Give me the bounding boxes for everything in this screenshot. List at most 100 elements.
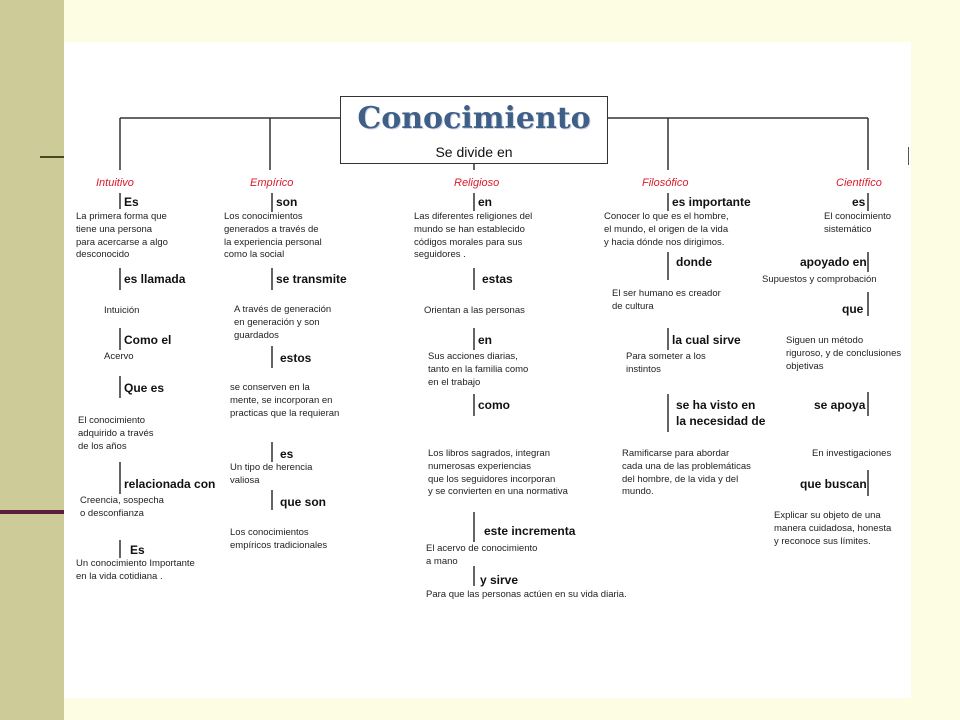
concept-note-line: Ramificarse para abordar — [622, 448, 730, 459]
concept-note-line: manera cuidadosa, honesta — [774, 522, 892, 534]
concept-note-line: A través de generación — [234, 304, 332, 315]
connector-label: relacionada con — [124, 477, 216, 491]
concept-note-line: Creencia, sospecha — [80, 495, 164, 506]
concept-note-line: La primera forma que — [76, 211, 167, 222]
concept-note-line: guardados — [234, 329, 279, 341]
concept-note-line: tanto en la familia como — [428, 363, 529, 375]
connector-label: estos — [280, 351, 312, 365]
concept-note-line: de los años — [78, 440, 127, 452]
concept-note-line: en la vida cotidiana . — [76, 570, 163, 582]
connector-label: que — [842, 302, 864, 316]
sidebar-accent-line — [0, 510, 64, 514]
concept-note-line: Las diferentes religiones del — [414, 211, 533, 222]
concept-note-line: valiosa — [230, 474, 260, 486]
connector-label: Es — [130, 543, 145, 557]
concept-note: Supuestos y comprobación — [762, 274, 877, 287]
connector-label: es importante — [672, 195, 751, 209]
concept-note-line: en generación y son — [234, 316, 320, 328]
category-1-label: Empírico — [250, 177, 294, 189]
connector-label: es — [280, 447, 294, 461]
concept-note-line: y reconoce sus límites. — [774, 535, 871, 547]
connector-label: como — [478, 398, 511, 412]
concept-note-line: Los conocimientos — [224, 211, 303, 222]
concept-note: Para que las personas actúen en su vida … — [426, 589, 627, 602]
concept-note-line: Para que las personas actúen en su vida … — [426, 589, 627, 600]
concept-note-line: mente, se incorporan en — [230, 394, 333, 406]
connector-label: donde — [676, 255, 712, 269]
connector-label: que son — [280, 495, 327, 509]
connector-label: Como el — [124, 333, 172, 347]
connector-label: son — [276, 195, 298, 209]
concept-note-line: y hacia dónde nos dirigimos. — [604, 236, 725, 248]
concept-note: Orientan a las personas — [424, 305, 525, 318]
category-4-label: Científico — [836, 177, 882, 189]
root-concept-title: Conocimiento — [357, 101, 591, 136]
connector-label: apoyado en — [800, 255, 867, 269]
concept-note-line: Conocer lo que es el hombre, — [604, 211, 729, 222]
concept-note-line: que los seguidores incorporan — [428, 473, 556, 485]
concept-note-line: y se convierten en una normativa — [428, 486, 568, 498]
concept-note-line: practicas que la requieran — [230, 407, 340, 419]
concept-note-line: de cultura — [612, 300, 654, 312]
category-0-label: Intuitivo — [96, 177, 134, 189]
connector-label: este incrementa — [484, 524, 576, 538]
concept-note-line: sistemático — [824, 223, 872, 235]
concept-note-line: objetivas — [786, 360, 824, 372]
category-2-label: Religioso — [454, 177, 500, 189]
connector-label: es — [852, 195, 866, 209]
concept-note-line: Los libros sagrados, integran — [428, 448, 550, 459]
concept-note-line: numerosas experiencias — [428, 460, 531, 472]
connector-label: la necesidad de — [676, 414, 766, 428]
concept-note-line: Explicar su objeto de una — [774, 510, 881, 521]
concept-note-line: tiene una persona — [76, 223, 153, 235]
concept-note-line: El acervo de conocimiento — [426, 543, 538, 554]
connector-label: en — [478, 195, 493, 209]
concept-note-line: adquirido a través — [78, 427, 154, 439]
concept-note-line: Orientan a las personas — [424, 305, 525, 316]
concept-note-line: seguidores . — [414, 249, 466, 261]
concept-note-line: a mano — [426, 555, 458, 567]
concept-note-line: desconocido — [76, 249, 130, 261]
concept-note-line: El ser humano es creador — [612, 288, 721, 299]
concept-note-line: se conserven en la — [230, 382, 310, 393]
concept-note-line: Intuición — [104, 305, 140, 316]
concept-note-line: Supuestos y comprobación — [762, 274, 877, 285]
concept-note: En investigaciones — [812, 448, 891, 461]
concept-note-line: la experiencia personal — [224, 236, 322, 248]
connector-label: se ha visto en — [676, 398, 756, 412]
concept-note: Acervo — [104, 351, 134, 364]
concept-note-line: como la social — [224, 249, 285, 261]
connector-label: la cual sirve — [672, 333, 741, 347]
concept-note-line: Sus acciones diarias, — [428, 351, 518, 362]
concept-note: Conocer lo que es el hombre,el mundo, el… — [604, 211, 729, 249]
concept-note-line: mundo se han establecido — [414, 223, 525, 235]
concept-note-line: el mundo, el origen de la vida — [604, 223, 729, 235]
connector-label: Que es — [124, 381, 165, 395]
root-concept-subtitle: Se divide en — [435, 144, 513, 160]
concept-note-line: El conocimiento — [824, 211, 892, 222]
concept-note-line: Acervo — [104, 351, 134, 362]
concept-note: Sus acciones diarias,tanto en la familia… — [428, 351, 528, 389]
concept-note-line: Para someter a los — [626, 351, 706, 362]
connector-label: estas — [482, 272, 513, 286]
concept-note-line: o desconfianza — [80, 507, 144, 519]
category-3-label: Filosófico — [642, 177, 689, 189]
concept-note-line: cada una de las problemáticas — [622, 460, 751, 472]
